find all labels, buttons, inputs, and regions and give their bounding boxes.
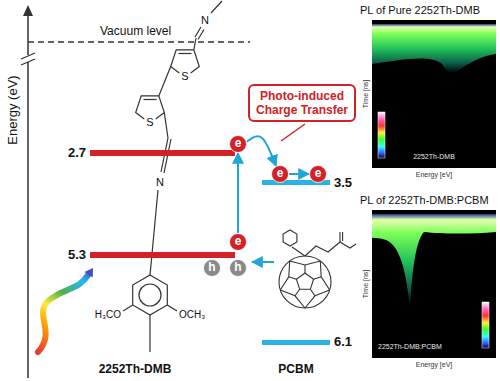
- axis-title: Energy (eV): [6, 75, 21, 144]
- hole-symbol: h: [203, 259, 221, 277]
- thiophene-ring: [136, 96, 165, 119]
- axis-label: Energy [eV]: [416, 361, 453, 369]
- transfer-arrow: [289, 173, 309, 175]
- axis-label: Time [ns]: [362, 80, 370, 109]
- benzene-ring: [133, 275, 168, 315]
- particle-letter: h: [229, 259, 247, 276]
- fullerene-face: [289, 265, 321, 296]
- energy-value: 3.5: [334, 176, 352, 191]
- ester-chain: [305, 242, 356, 256]
- electron-symbol: e: [271, 165, 289, 183]
- group-label: OCH₃: [179, 309, 205, 321]
- bond: [164, 113, 168, 138]
- atom-label: N: [201, 14, 209, 27]
- sample-name: 2252Th-DMB:PCBM: [378, 342, 442, 351]
- particle-letter: e: [229, 233, 247, 250]
- energy-value: 2.7: [68, 146, 86, 161]
- photon-arrow: [38, 275, 89, 353]
- particle-circle: [204, 260, 221, 277]
- particle-letter: h: [203, 259, 221, 276]
- bond: [194, 38, 196, 50]
- homo-level: [262, 340, 330, 345]
- atom-label: N: [156, 176, 164, 189]
- fullerene: [279, 256, 331, 308]
- panel-title: PL of Pure 2252Th-DMB: [360, 3, 498, 20]
- thiophene-ring: [171, 50, 200, 73]
- bond: [144, 99, 157, 100]
- callout-leader: [281, 124, 305, 141]
- homo-level: [90, 252, 235, 258]
- level-name: Vacuum level: [100, 25, 171, 39]
- particle-circle: [272, 166, 289, 183]
- fullerene-face: [280, 261, 329, 308]
- bond: [179, 53, 192, 54]
- heatmap-frame: 2252Th-DMB:PCBM: [372, 210, 496, 358]
- electron-symbol: e: [229, 135, 247, 153]
- electron-symbol: e: [309, 165, 327, 183]
- bond: [211, 1, 222, 13]
- bond: [195, 27, 204, 40]
- pcbm-structure: [279, 230, 356, 308]
- hole-symbol: h: [229, 259, 247, 277]
- bond: [340, 232, 343, 242]
- pl-map-panel: PL of 2252Th-DMB:PCBM 2252Th-DMB:PCBM: [360, 193, 498, 358]
- annotation-box: Photo-induced Charge Transfer: [248, 84, 356, 122]
- particle-circle: [310, 166, 327, 183]
- bond: [150, 190, 158, 275]
- axis-label: Time [ns]: [362, 270, 370, 299]
- energy-value: 6.1: [334, 335, 352, 350]
- lumo-level: [90, 150, 235, 156]
- sample-name: 2252Th-DMB: [372, 152, 496, 161]
- pl-map-panel: PL of Pure 2252Th-DMB 2252Th-DMB: [360, 3, 498, 168]
- bond: [292, 247, 305, 256]
- annotation-text: Photo-induced Charge Transfer: [254, 89, 350, 117]
- material-name: PCBM: [278, 363, 313, 377]
- particle-circle: [230, 260, 247, 277]
- vacuum-level-line: [28, 41, 250, 43]
- material-name: 2252Th-DMB: [99, 363, 172, 377]
- bond: [167, 305, 177, 311]
- hole-transfer-arrow: [252, 261, 274, 263]
- heatmap-band: [372, 214, 496, 308]
- axis-label: Energy [eV]: [416, 171, 453, 179]
- particle-letter: e: [309, 165, 327, 182]
- phenyl-ring: [283, 230, 297, 246]
- axis-break: [21, 59, 35, 65]
- energy-value: 5.3: [68, 248, 86, 263]
- transfer-arrow: [237, 153, 239, 233]
- color-scale: [482, 302, 489, 348]
- particle-letter: e: [229, 135, 247, 152]
- axis-arrowhead: [23, 5, 33, 16]
- heatmap-ground: [372, 20, 496, 168]
- bond: [149, 315, 150, 352]
- atom-label: S: [181, 70, 188, 83]
- group-label: H₃CO: [95, 309, 121, 321]
- particle-circle: [230, 234, 247, 251]
- bond: [159, 67, 171, 96]
- particle-circle: [230, 136, 247, 153]
- axis-line: [27, 14, 29, 378]
- panel-title: PL of 2252Th-DMB:PCBM: [360, 193, 498, 210]
- particle-letter: e: [271, 165, 289, 182]
- benzene-ring: [139, 284, 161, 306]
- pl-heatmap: [372, 20, 496, 168]
- bond: [123, 305, 133, 311]
- atom-label: S: [146, 116, 153, 129]
- axis-break: [21, 53, 35, 59]
- heatmap-band: [372, 24, 496, 73]
- heatmap-ground: [372, 210, 496, 358]
- fullerene-face: [296, 273, 313, 289]
- electron-symbol: e: [229, 233, 247, 251]
- color-scale: [378, 112, 385, 158]
- transfer-arrow: [247, 136, 276, 166]
- energy-axis: [21, 5, 35, 378]
- pl-heatmap: [372, 210, 496, 358]
- polymer-structure: [123, 1, 222, 352]
- heatmap-frame: 2252Th-DMB: [372, 20, 496, 168]
- photon-arrowhead: [85, 268, 94, 277]
